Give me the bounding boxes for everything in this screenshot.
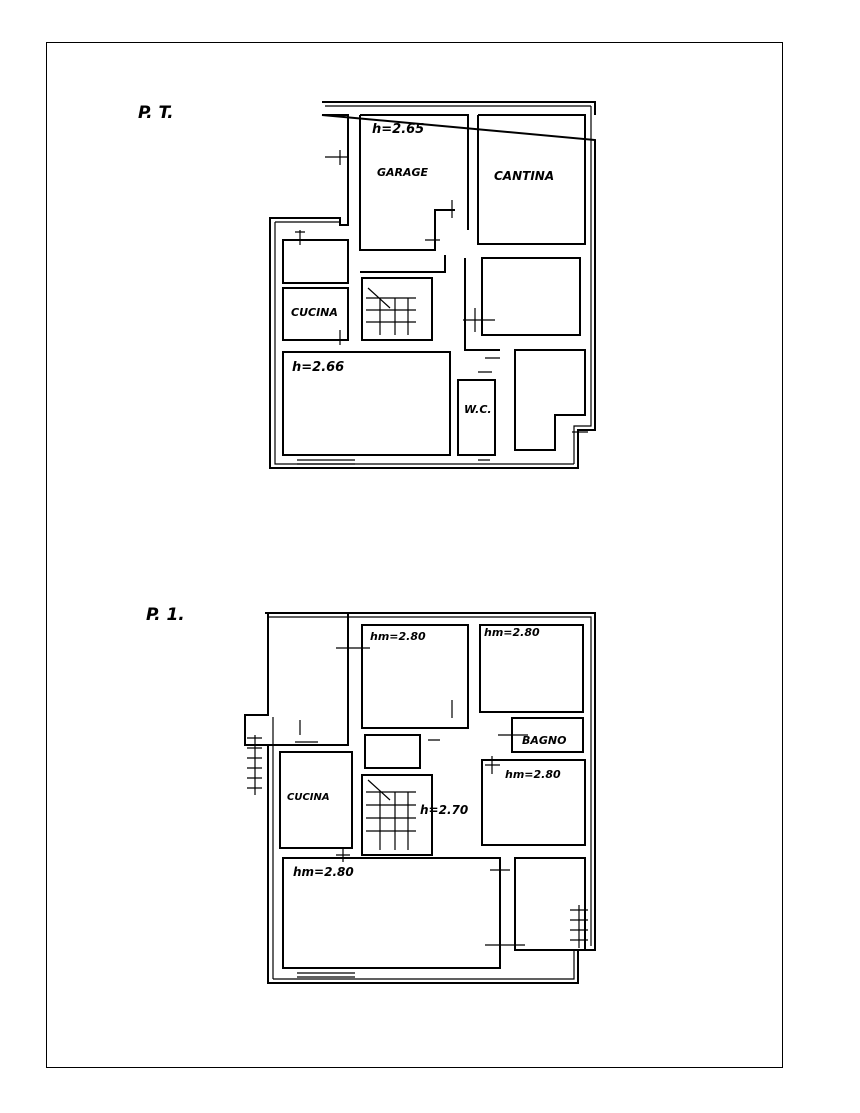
- first-terrace-walls: [268, 612, 349, 746]
- ground-cucina-walls: [282, 287, 349, 341]
- ground-small-room-walls: [282, 239, 349, 284]
- first-stair-height-label: h=2.70: [420, 803, 468, 817]
- first-room3-walls: [481, 759, 586, 846]
- bagno-label: BAGNO: [522, 734, 566, 747]
- ground-corridor-walls: [361, 258, 500, 351]
- first-floor-title: P. 1.: [146, 605, 185, 625]
- ground-stairs: [366, 287, 416, 335]
- first-left-external-stairs: [247, 735, 262, 795]
- first-cucina-label: CUCINA: [287, 792, 330, 803]
- first-room1-height-label: hm=2.80: [370, 630, 426, 643]
- first-door-marks: [295, 638, 528, 955]
- garage-height-label: h=2.65: [372, 122, 424, 137]
- first-cucina-walls: [279, 751, 353, 849]
- cantina-label: CANTINA: [494, 169, 554, 183]
- first-soggiorno-height-label: hm=2.80: [293, 865, 354, 879]
- drawing-sheet: [46, 42, 783, 1068]
- first-floor-plan: P. 1.: [146, 605, 596, 984]
- first-stair-walls: [361, 774, 433, 856]
- first-stairs: [366, 779, 416, 850]
- ground-soggiorno-height-label: h=2.66: [292, 360, 344, 375]
- first-small-room-walls: [364, 734, 421, 769]
- ground-floor-outer-wall: [269, 101, 596, 469]
- ground-room-walls: [481, 257, 581, 336]
- garage-label: GARAGE: [377, 166, 429, 179]
- first-room3-height-label: hm=2.80: [505, 768, 561, 781]
- first-soggiorno-walls: [282, 857, 501, 969]
- first-room1-walls: [361, 624, 469, 729]
- wc-walls: [457, 379, 496, 456]
- ground-door-marks: [295, 150, 588, 433]
- garage-walls: [359, 114, 469, 273]
- first-room2-height-label: hm=2.80: [484, 626, 540, 639]
- wc-label: W.C.: [464, 403, 492, 416]
- ground-soggiorno-walls: [282, 351, 451, 456]
- ground-floor-title: P. T.: [138, 103, 174, 123]
- first-floor-outer-wall: [244, 612, 596, 984]
- ground-floor-plan: P. T. h=2.65 GARAGE CANTINA C: [138, 101, 596, 469]
- cantina-walls: [477, 114, 586, 245]
- first-room2-walls: [479, 624, 584, 713]
- ground-right-room-walls: [514, 349, 586, 451]
- first-balcony-walls: [514, 857, 586, 951]
- ground-cucina-label: CUCINA: [291, 306, 338, 319]
- first-right-external-stairs: [570, 905, 588, 948]
